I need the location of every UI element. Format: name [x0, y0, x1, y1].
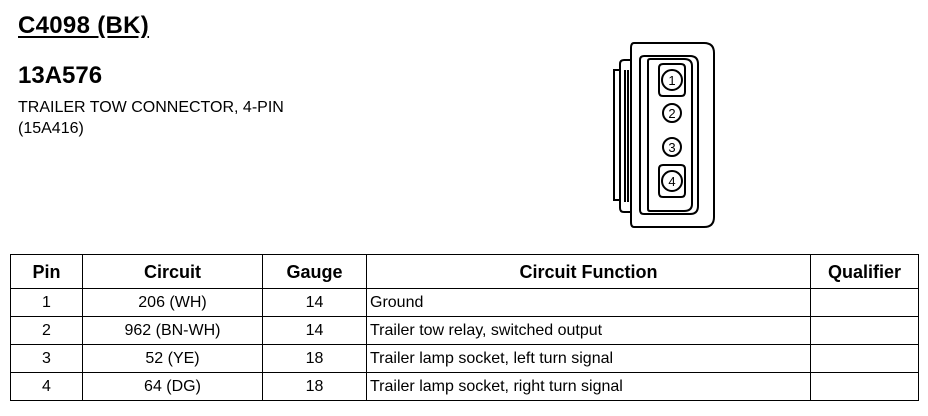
pin-label-2: 2 [668, 106, 675, 121]
connector-face-diagram: 1 2 3 4 [613, 42, 715, 228]
cell-qualifier [810, 372, 919, 401]
cell-qualifier [810, 344, 919, 373]
pinout-table: Pin Circuit Gauge Circuit Function Quali… [10, 254, 919, 401]
col-header-pin: Pin [10, 254, 83, 289]
col-header-qualifier: Qualifier [810, 254, 919, 289]
reference-number: (15A416) [18, 120, 84, 137]
cell-gauge: 14 [262, 316, 367, 345]
cell-function: Trailer lamp socket, right turn signal [366, 372, 811, 401]
cell-pin: 3 [10, 344, 83, 373]
cell-circuit: 962 (BN-WH) [82, 316, 263, 345]
cell-pin: 2 [10, 316, 83, 345]
col-header-function: Circuit Function [366, 254, 811, 289]
pin-label-1: 1 [668, 73, 675, 88]
connector-latch [619, 59, 631, 213]
pin-label-4: 4 [668, 174, 675, 189]
connector-description: TRAILER TOW CONNECTOR, 4-PIN [18, 99, 284, 116]
connector-title: C4098 (BK) [18, 12, 150, 39]
table-header-row: Pin Circuit Gauge Circuit Function Quali… [10, 254, 919, 289]
part-number: 13A576 [18, 62, 103, 89]
cell-gauge: 18 [262, 372, 367, 401]
cell-function: Trailer lamp socket, left turn signal [366, 344, 811, 373]
table-row: 2 962 (BN-WH) 14 Trailer tow relay, swit… [10, 316, 919, 345]
cell-gauge: 18 [262, 344, 367, 373]
cell-gauge: 14 [262, 288, 367, 317]
cell-pin: 4 [10, 372, 83, 401]
col-header-circuit: Circuit [82, 254, 263, 289]
col-header-gauge: Gauge [262, 254, 367, 289]
cell-function: Trailer tow relay, switched output [366, 316, 811, 345]
table-row: 4 64 (DG) 18 Trailer lamp socket, right … [10, 372, 919, 401]
cell-function: Ground [366, 288, 811, 317]
connector-housing [630, 42, 715, 228]
table-row: 3 52 (YE) 18 Trailer lamp socket, left t… [10, 344, 919, 373]
cell-pin: 1 [10, 288, 83, 317]
cell-circuit: 64 (DG) [82, 372, 263, 401]
cell-qualifier [810, 316, 919, 345]
cell-circuit: 52 (YE) [82, 344, 263, 373]
pin-label-3: 3 [668, 140, 675, 155]
cell-qualifier [810, 288, 919, 317]
cell-circuit: 206 (WH) [82, 288, 263, 317]
table-row: 1 206 (WH) 14 Ground [10, 288, 919, 317]
